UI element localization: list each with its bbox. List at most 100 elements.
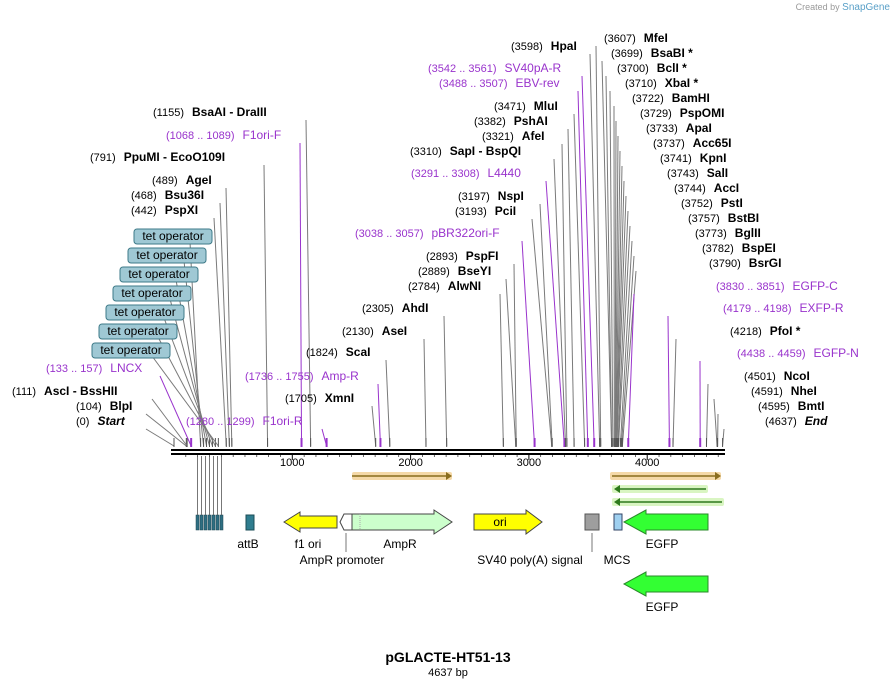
enzyme-site-label[interactable]: (3699)BsaBI * [611,46,693,60]
site-leader-line [619,240,633,447]
enzyme-site-label[interactable]: (489)AgeI [152,173,212,187]
enzyme-site-label[interactable]: (3197)NspI [458,189,524,203]
tet-operator-label[interactable]: tet operator [119,266,199,283]
site-name: AscI - BssHII [44,384,117,398]
enzyme-site-label[interactable]: (2305)AhdI [362,301,428,315]
site-position: (3782) [702,243,734,255]
primer-site-label[interactable]: (1280 .. 1299)F1ori-R [186,414,303,428]
enzyme-site-label[interactable]: (3710)XbaI * [625,76,698,90]
enzyme-site-label[interactable]: (1824)ScaI [306,345,370,359]
enzyme-site-label[interactable]: (3782)BspEI [702,241,776,255]
site-name: NcoI [784,369,810,383]
site-leader-line [561,143,568,447]
site-position: (3741) [660,153,692,165]
enzyme-site-label[interactable]: (3382)PshAI [474,114,548,128]
primer-site-label[interactable]: (3830 .. 3851)EGFP-C [716,279,838,293]
enzyme-site-label[interactable]: (468)Bsu36I [131,188,204,202]
enzyme-site-label[interactable]: (3700)BclI * [617,61,687,75]
tet-operator-label[interactable]: tet operator [133,228,213,245]
site-name: L4440 [488,166,522,180]
enzyme-site-label[interactable]: (3757)BstBI [688,211,759,225]
primer-site-label[interactable]: (3488 .. 3507)EBV-rev [439,76,560,90]
site-name: AfeI [522,129,545,143]
ampr-feature [351,509,453,535]
primer-site-label[interactable]: (1068 .. 1089)F1ori-F [166,128,281,142]
site-leader-line [581,75,595,447]
enzyme-site-label[interactable]: (3741)KpnI [660,151,726,165]
enzyme-site-label[interactable]: (2130)AseI [342,324,407,338]
site-name: PshAI [514,114,548,128]
site-name: MluI [534,99,558,113]
enzyme-site-label[interactable]: (2889)BseYI [418,264,491,278]
tet-operator-text: tet operator [121,286,182,300]
enzyme-site-label[interactable]: (3321)AfeI [482,129,544,143]
enzyme-site-label[interactable]: (4591)NheI [751,384,817,398]
enzyme-site-label[interactable]: (3737)Acc65I [653,136,732,150]
enzyme-site-label[interactable]: (791)PpuMI - EcoO109I [90,150,225,164]
enzyme-site-label[interactable]: (4501)NcoI [744,369,810,383]
enzyme-site-label[interactable]: (1155)BsaAI - DraIII [153,105,267,119]
enzyme-site-label[interactable]: (3598)HpaI [511,39,577,53]
enzyme-site-label[interactable]: (3722)BamHI [632,91,710,105]
enzyme-site-label[interactable]: (2893)PspFI [426,249,498,263]
enzyme-site-label[interactable]: (3471)MluI [494,99,558,113]
enzyme-site-label[interactable]: (3733)ApaI [646,121,712,135]
enzyme-site-label[interactable]: (104)BlpI [76,399,132,413]
brand-prefix: Created by [795,2,840,12]
primer-site-label[interactable]: (3291 .. 3308)L4440 [411,166,521,180]
site-position: (133 .. 157) [46,363,102,375]
site-position: (3038 .. 3057) [355,228,424,240]
site-leader-line [627,293,635,447]
enzyme-site-label[interactable]: (3729)PspOMI [640,106,724,120]
primer-site-label[interactable]: (3542 .. 3561)SV40pA-R [428,61,562,75]
enzyme-site-label[interactable]: (3607)MfeI [604,31,668,45]
site-name: MfeI [644,31,668,45]
primer-site-label[interactable]: (1736 .. 1755)Amp-R [245,369,359,383]
tet-operator-text: tet operator [100,343,161,357]
tet-operator-label[interactable]: tet operator [105,304,185,321]
enzyme-site-label[interactable]: (3752)PstI [681,196,743,210]
site-name: AccI [714,181,739,195]
tet-operator-label[interactable]: tet operator [91,342,171,359]
enzyme-site-label[interactable]: (3193)PciI [455,204,516,218]
tet-operator-label[interactable]: tet operator [112,285,192,302]
site-name: SalI [707,166,728,180]
primer-site-label[interactable]: (133 .. 157)LNCX [46,361,142,375]
site-name: NheI [791,384,817,398]
enzyme-site-label[interactable]: (3744) AccI [674,181,739,195]
enzyme-site-label[interactable]: (4637)End [765,414,828,428]
primer-site-label[interactable]: (4179 .. 4198)EXFP-R [723,301,844,315]
sv40-polya-feature [584,513,600,531]
enzyme-site-label[interactable]: (3743)SalI [667,166,728,180]
site-position: (3744) [674,183,706,195]
site-name: EGFP-N [814,346,859,360]
enzyme-site-label[interactable]: (1705)XmnI [285,391,354,405]
enzyme-site-label[interactable]: (3773)BglII [695,226,761,240]
site-name: PciI [495,204,516,218]
site-name: AhdI [402,301,429,315]
tet-operator-label[interactable]: tet operator [98,323,178,340]
site-name: PpuMI - EcoO109I [124,150,225,164]
site-leader-line [513,263,517,447]
enzyme-site-label[interactable]: (3790)BsrGI [709,256,781,270]
site-labels: (0)Start(104)BlpI(111)AscI - BssHII (133 … [12,31,859,428]
tet-operator-label[interactable]: tet operator [127,247,207,264]
enzyme-site-label[interactable]: (3310)SapI - BspQI [410,144,521,158]
enzyme-site-label[interactable]: (2784)AlwNI [408,279,481,293]
primer-site-label[interactable]: (3038 .. 3057)pBR322ori-F [355,226,500,240]
map-length: 4637 bp [428,667,468,679]
enzyme-site-label[interactable]: (111)AscI - BssHII [12,384,117,398]
site-name: Acc65I [693,136,732,150]
site-leader-line [617,225,631,447]
primer-site-label[interactable]: (4438 .. 4459)EGFP-N [737,346,859,360]
enzyme-site-label[interactable]: (4218)PfoI * [730,324,801,338]
site-name: EXFP-R [800,301,844,315]
site-position: (1155) [153,107,184,119]
enzyme-site-label[interactable]: (4595)BmtI [758,399,824,413]
enzyme-site-label[interactable]: (442)PspXI [131,203,198,217]
enzyme-site-label[interactable]: (0)Start [76,414,126,428]
site-leader-line [531,218,553,447]
site-position: (2893) [426,251,458,263]
site-position: (3699) [611,48,643,60]
tet-operator-box [195,514,200,531]
